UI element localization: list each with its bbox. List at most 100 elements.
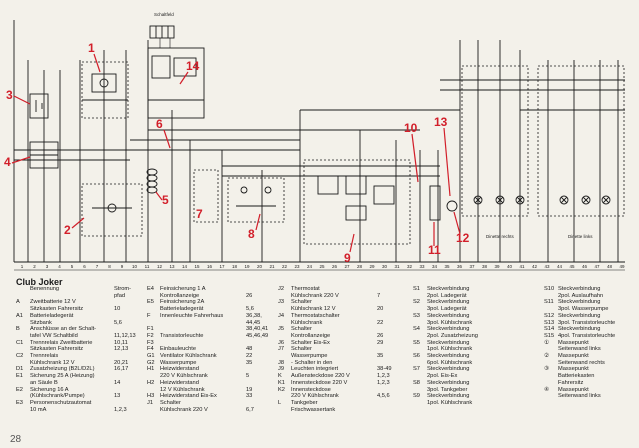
legend-row: 2pol. Zusatzheizung <box>413 333 529 340</box>
legend-code: B <box>16 326 20 333</box>
svg-text:Dinette rechts: Dinette rechts <box>486 234 515 239</box>
legend-code <box>147 387 160 394</box>
legend-path: 13 <box>114 393 121 400</box>
legend-desc: Steckverbindung <box>558 299 601 306</box>
legend-code: G2 <box>147 359 155 366</box>
legend-desc: Sitzkasten Fahrersitz <box>30 346 84 353</box>
legend-desc: (Kühlschrank/Pumpe) <box>30 393 85 400</box>
legend-code: D1 <box>16 366 24 373</box>
legend-code: G1 <box>147 353 155 360</box>
legend-desc: Steckverbindung <box>427 339 470 346</box>
legend-code <box>278 306 291 313</box>
legend-code: J6 <box>278 339 285 346</box>
legend-desc: Innensteckdose <box>291 386 331 393</box>
legend-path <box>114 313 142 320</box>
legend-code <box>544 393 558 400</box>
legend-path <box>377 326 406 333</box>
component-11 <box>429 185 458 221</box>
path-number: 9 <box>121 264 124 269</box>
legend-code <box>544 373 558 380</box>
legend-desc: 2pol. Auslaufhahn <box>558 292 604 299</box>
legend-desc: Seitenwand links <box>558 346 601 353</box>
legend-path: 16,17 <box>114 366 129 373</box>
path-number: 40 <box>507 264 513 269</box>
legend-desc: 6pol. Kühlschrank <box>427 359 473 366</box>
legend-path <box>377 387 406 394</box>
legend-code: K <box>278 373 282 380</box>
legend-path: 35 <box>246 359 253 366</box>
legend-path <box>114 326 142 333</box>
legend-code: A1 <box>16 312 23 319</box>
path-number: 34 <box>432 264 438 269</box>
legend-desc: Thermostatschalter <box>291 312 340 319</box>
legend-code: J4 <box>278 312 285 319</box>
path-number: 41 <box>519 264 525 269</box>
legend-code <box>278 393 291 400</box>
legend-desc: Ventilator Kühlschrank <box>160 353 217 360</box>
legend-desc: Thermostat <box>291 286 320 292</box>
legend-path <box>114 299 142 306</box>
legend-desc: Schalter Eis-Ex <box>291 339 330 346</box>
legend-code <box>147 407 160 414</box>
legend-path: 7 <box>377 292 381 299</box>
legend-row: ② Massepunkt <box>544 353 638 360</box>
legend-desc: Wasserpumpe <box>291 353 328 360</box>
legend-path: 10,11 <box>114 339 128 346</box>
legend-path: 45,46,49 <box>246 332 269 339</box>
path-number: 44 <box>557 264 563 269</box>
legend-desc: Massepunkt <box>558 353 589 360</box>
callout-4: 4 <box>4 155 11 169</box>
path-number: 35 <box>444 264 450 269</box>
legend-path: 20,21 <box>114 359 129 366</box>
legend-path: 20 <box>377 306 384 313</box>
component-5 <box>146 168 158 194</box>
path-number: 8 <box>108 264 111 269</box>
legend-path <box>246 340 271 347</box>
legend-desc: Steckverbindung <box>427 299 470 306</box>
legend-code <box>16 320 30 327</box>
legend-code: C1 <box>16 339 24 346</box>
legend-desc: Zweitbatterie 12 V <box>30 299 76 306</box>
legend-desc <box>30 293 114 300</box>
legend-path: 38-49 <box>377 366 392 373</box>
legend-code: S4 <box>413 326 420 333</box>
legend-desc: 3pol. Tankgeber <box>427 386 468 393</box>
path-number: 48 <box>607 264 613 269</box>
legend-desc: Kontrollanzeige <box>291 332 331 339</box>
legend-code: S13 <box>544 319 555 326</box>
path-number: 5 <box>71 264 74 269</box>
path-number: 3 <box>46 264 49 269</box>
legend-code: ② <box>544 353 550 360</box>
path-number: 16 <box>207 264 213 269</box>
path-number: 27 <box>344 264 350 269</box>
legend-desc: 1pol. Kühlschrank <box>427 399 473 406</box>
legend-desc: 2pol. Eis-Ex <box>427 373 458 380</box>
legend-row: 2pol. Auslaufhahn <box>544 293 638 300</box>
legend-path: 22 <box>246 353 253 360</box>
legend-code: K1 <box>278 379 285 386</box>
legend-code: S14 <box>544 326 555 333</box>
legend-code <box>278 320 291 327</box>
battery-left <box>29 93 59 169</box>
legend-desc: Benennung <box>30 286 60 292</box>
legend-path: pfad <box>114 292 126 299</box>
legend-desc: Kühlschrank 220 V <box>291 292 339 299</box>
legend-desc: Steckverbindung <box>427 312 470 319</box>
path-number: 26 <box>332 264 338 269</box>
callout-6: 6 <box>156 117 163 131</box>
legend-code: H3 <box>147 393 155 400</box>
legend-code: S2 <box>413 299 420 306</box>
legend-path <box>246 366 271 373</box>
legend-desc: Frischwassertank <box>291 406 336 413</box>
